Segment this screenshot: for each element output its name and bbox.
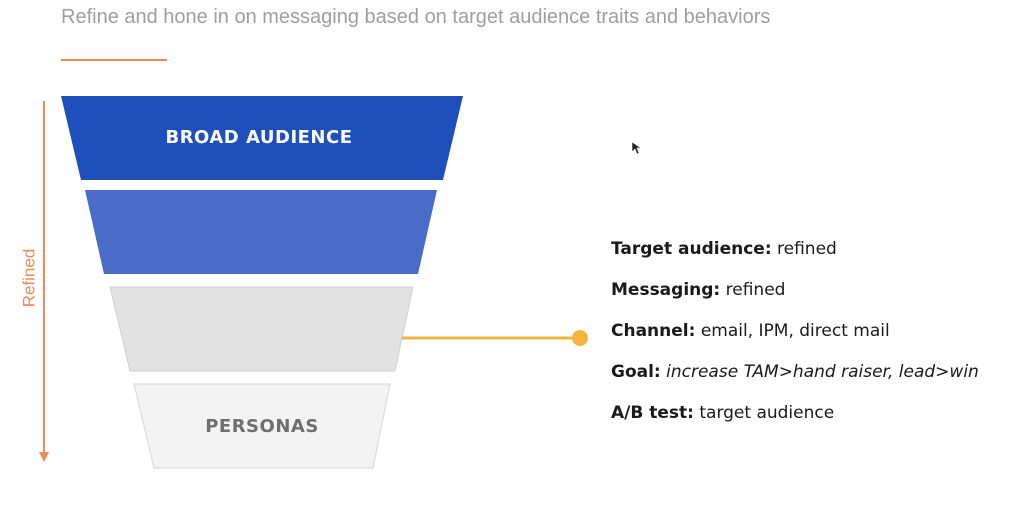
accent-rule — [61, 59, 167, 61]
stage-label-broad-audience: BROAD AUDIENCE — [165, 127, 353, 148]
detail-goal: Goal: increase TAM>hand raiser, lead>win — [611, 357, 1001, 398]
detail-target-audience: Target audience: refined — [611, 234, 1001, 275]
detail-channel: Channel: email, IPM, direct mail — [611, 316, 1001, 357]
detail-messaging: Messaging: refined — [611, 275, 1001, 316]
detail-ab-test: A/B test: target audience — [611, 398, 1001, 439]
detail-key: A/B test: — [611, 403, 694, 423]
detail-key: Messaging: — [611, 280, 721, 300]
funnel-stage-3 — [109, 286, 414, 372]
detail-key: Goal: — [611, 362, 661, 382]
detail-value: increase TAM>hand raiser, lead>win — [660, 362, 979, 382]
detail-value: refined — [720, 280, 786, 300]
funnel-stage-broad-audience — [61, 96, 463, 180]
detail-value: email, IPM, direct mail — [695, 321, 890, 341]
detail-value: refined — [771, 239, 837, 259]
funnel-stage-personas — [133, 383, 391, 469]
detail-value: target audience — [693, 403, 835, 423]
connector-dot — [572, 330, 588, 346]
detail-key: Target audience: — [611, 239, 772, 259]
mouse-pointer-icon — [631, 141, 641, 155]
detail-key: Channel: — [611, 321, 696, 341]
details-list: Target audience: refined Messaging: refi… — [611, 234, 1001, 439]
stage-label-personas: PERSONAS — [205, 416, 319, 437]
refined-axis-arrowhead — [39, 452, 49, 462]
funnel-stage-2 — [85, 190, 437, 274]
slide-subtitle: Refine and hone in on messaging based on… — [61, 6, 771, 28]
